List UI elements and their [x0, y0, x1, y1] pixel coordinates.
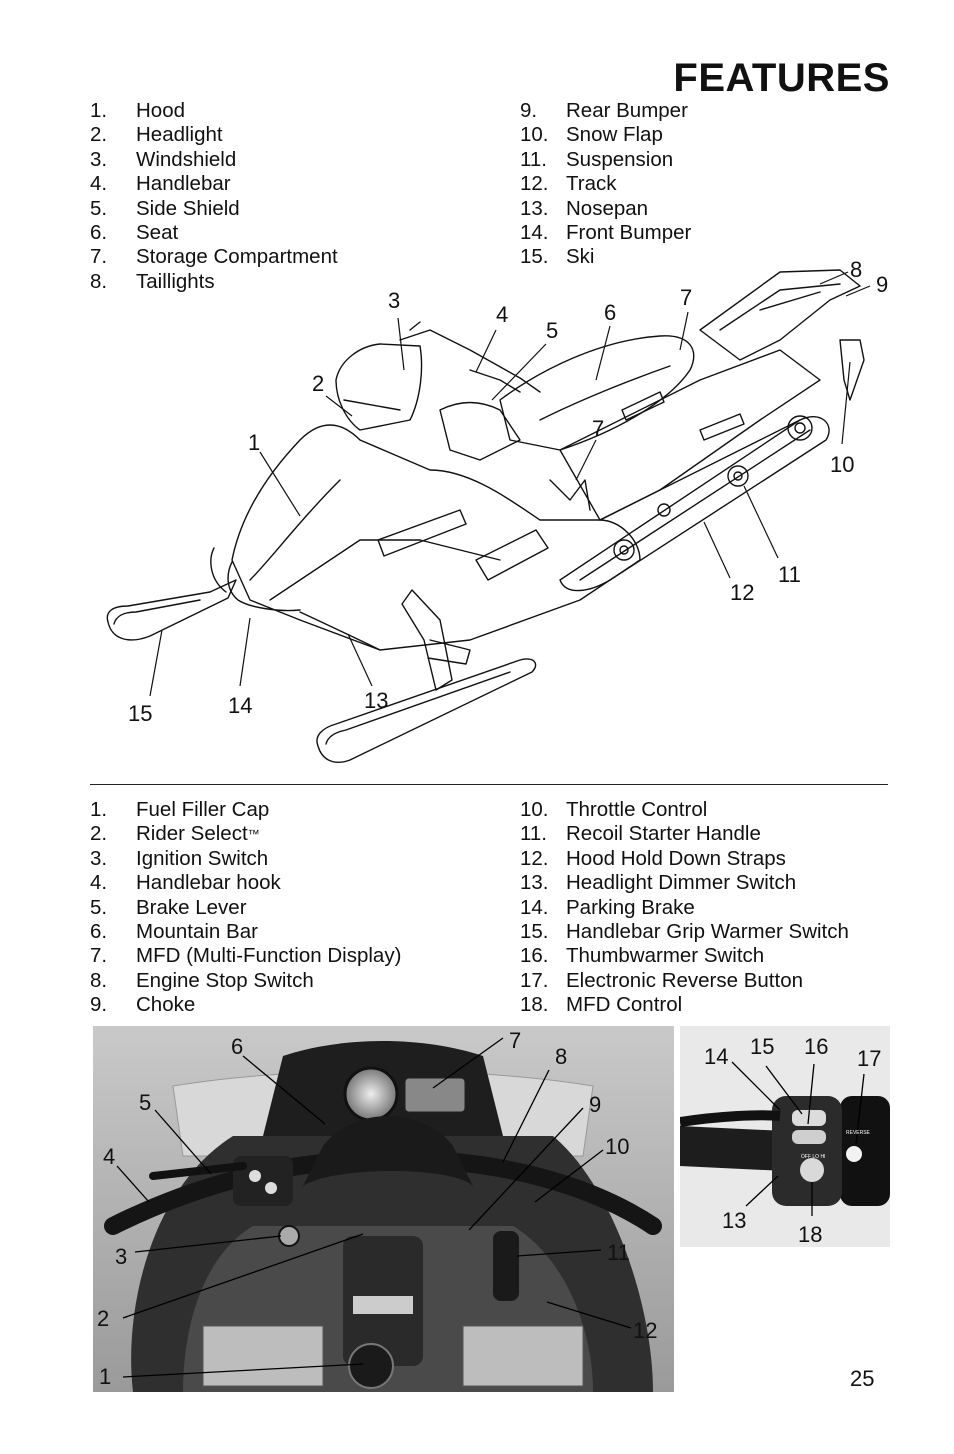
switch-callout-15: 15 — [750, 1034, 775, 1059]
list-item: 4.Handlebar — [90, 172, 231, 196]
callout-7b: 7 — [592, 416, 605, 441]
cockpit-callout-10: 10 — [605, 1134, 630, 1159]
list-item: 1.Fuel Filler Cap — [90, 798, 270, 821]
list-item: 7.Storage Compartment — [90, 245, 338, 269]
left-ski — [106, 579, 237, 641]
list-item: 10.Throttle Control — [520, 798, 708, 821]
callout-8: 8 — [850, 257, 863, 282]
windshield — [335, 343, 423, 431]
list-item: 10.Snow Flap — [520, 123, 663, 147]
list-item: 17.Electronic Reverse Button — [520, 968, 804, 992]
list-item: 9.Rear Bumper — [520, 99, 688, 122]
cockpit-callout-9: 9 — [589, 1092, 602, 1117]
switch-label-off-lo-hi: OFF LO HI — [801, 1154, 826, 1160]
list-item: 13.Nosepan — [520, 196, 649, 220]
callout-14: 14 — [228, 693, 253, 718]
switch-closeup-photo: OFF LO HI REVERSE 13 14 15 16 17 18 — [680, 1026, 890, 1247]
rear-rack — [699, 269, 861, 361]
switch-callout-14: 14 — [704, 1044, 729, 1069]
callout-10: 10 — [830, 452, 855, 477]
cockpit-callout-12: 12 — [633, 1318, 658, 1343]
list-item: 12.Hood Hold Down Straps — [520, 846, 786, 870]
cockpit-callout-5: 5 — [139, 1090, 152, 1115]
cockpit-callout-4: 4 — [103, 1144, 116, 1169]
switch-callout-13: 13 — [722, 1208, 747, 1233]
seat — [499, 335, 695, 451]
switch-callout-17: 17 — [857, 1046, 882, 1071]
list-item: 2.Headlight — [90, 123, 223, 147]
list-item: 11.Suspension — [520, 147, 674, 171]
list-item: 14.Front Bumper — [520, 221, 692, 245]
cockpit-callout-1: 1 — [99, 1364, 112, 1389]
list-item: 3.Windshield — [90, 147, 237, 171]
switch-label-reverse: REVERSE — [846, 1130, 870, 1136]
cockpit-callout-2: 2 — [97, 1306, 110, 1331]
list-item: 9.Choke — [90, 993, 196, 1017]
list-item: 4.Handlebar hook — [90, 871, 281, 895]
switch-callout-18: 18 — [798, 1222, 823, 1247]
features-bottom-right-list: 10.Throttle Control 11.Recoil Starter Ha… — [520, 798, 849, 1018]
front-bumper — [227, 561, 301, 612]
snowmobile-diagram — [106, 269, 871, 764]
callout-11: 11 — [778, 562, 801, 587]
list-item: 12.Track — [520, 172, 617, 196]
callout-4: 4 — [496, 302, 509, 327]
callout-1: 1 — [248, 430, 261, 455]
cockpit-callout-3: 3 — [115, 1244, 128, 1269]
callout-7: 7 — [680, 285, 693, 310]
list-item: 13.Headlight Dimmer Switch — [520, 871, 797, 895]
nosepan — [299, 611, 381, 651]
list-item: 18.MFD Control — [520, 993, 683, 1017]
right-ski — [316, 658, 537, 764]
list-item: 6.Seat — [90, 221, 179, 245]
list-item: 5.Brake Lever — [90, 895, 247, 919]
cockpit-photo: 1 2 3 4 5 6 7 8 9 10 11 12 — [93, 1026, 674, 1392]
page-title: FEATURES — [673, 56, 890, 100]
list-item: 16.Thumbwarmer Switch — [520, 944, 765, 968]
list-item: 7.MFD (Multi-Function Display) — [90, 944, 402, 968]
track — [559, 415, 830, 592]
list-item: 5.Side Shield — [90, 196, 240, 220]
leader-lines — [149, 271, 871, 697]
callout-12: 12 — [730, 580, 755, 605]
cockpit-callout-11: 11 — [607, 1240, 630, 1265]
callout-5: 5 — [546, 318, 559, 343]
list-item: 14.Parking Brake — [520, 895, 695, 919]
list-item: 8.Engine Stop Switch — [90, 968, 314, 992]
list-item: 8.Taillights — [90, 269, 215, 293]
list-item: 11.Recoil Starter Handle — [520, 822, 761, 846]
hood-outline — [231, 424, 641, 651]
list-item: 3.Ignition Switch — [90, 846, 269, 870]
list-item: 1.Hood — [90, 99, 186, 122]
features-top-left-list: 1.Hood 2.Headlight 3.Windshield 4.Handle… — [90, 99, 338, 294]
callout-15: 15 — [128, 701, 153, 726]
callout-3: 3 — [388, 288, 401, 313]
callout-9: 9 — [876, 272, 889, 297]
section-divider — [90, 784, 888, 785]
cockpit-callout-7: 7 — [509, 1028, 522, 1053]
callout-6: 6 — [604, 300, 617, 325]
list-item: 15.Handlebar Grip Warmer Switch — [520, 920, 849, 944]
switch-callout-16: 16 — [804, 1034, 829, 1059]
list-item: 6.Mountain Bar — [90, 920, 258, 944]
cockpit-callout-8: 8 — [555, 1044, 568, 1069]
callout-13: 13 — [364, 688, 389, 713]
callout-2: 2 — [312, 371, 325, 396]
list-item: 15.Ski — [520, 245, 595, 269]
snow-flap — [839, 339, 865, 401]
cockpit-callout-6: 6 — [231, 1034, 244, 1059]
page-number: 25 — [850, 1366, 875, 1391]
features-top-right-list: 9.Rear Bumper 10.Snow Flap 11.Suspension… — [520, 99, 691, 270]
